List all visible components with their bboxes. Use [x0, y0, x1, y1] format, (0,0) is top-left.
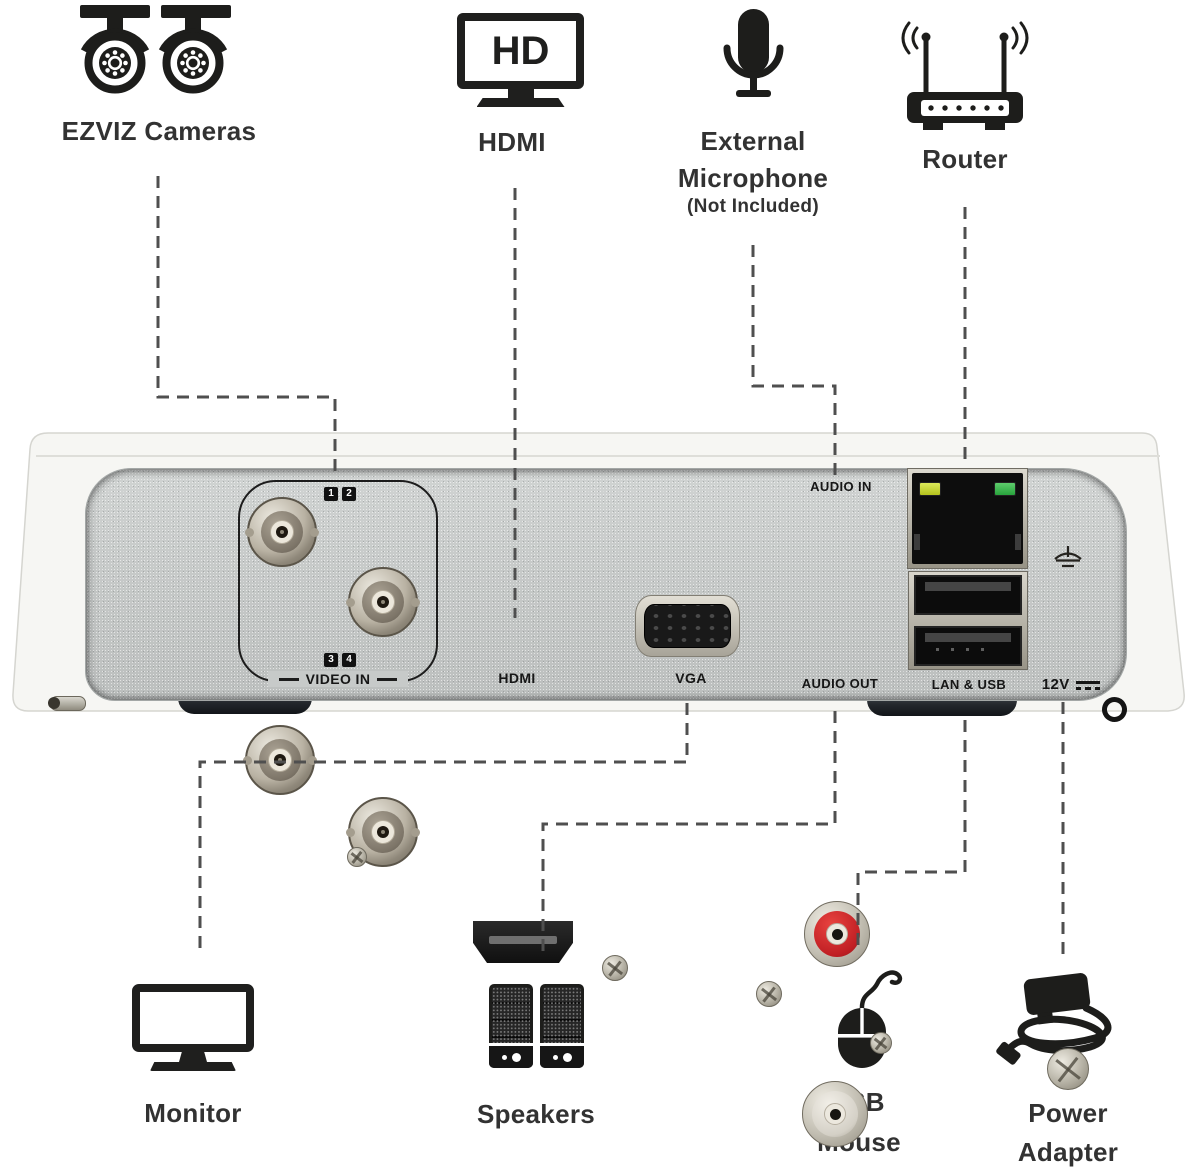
- mic-label-line1: External: [700, 126, 806, 156]
- audio-in-label: AUDIO IN: [810, 479, 872, 494]
- audio-in-rca-red: [804, 901, 870, 967]
- vga-pin-holes: [644, 604, 731, 648]
- usb-port-bottom: [914, 626, 1022, 666]
- hdmi-label: HDMI: [478, 127, 546, 157]
- lan-notch-left: [914, 534, 920, 550]
- screw-video-in: [347, 847, 367, 867]
- bnc-port-3: [243, 725, 317, 795]
- lan-notch-right: [1015, 534, 1021, 550]
- hdmi-port: [473, 921, 573, 963]
- screw-audio: [870, 1032, 892, 1054]
- hd-tv-neck: [507, 89, 534, 98]
- mic-label-line2: Microphone: [677, 163, 829, 193]
- usb-ports: [908, 571, 1028, 670]
- lan-led-link: [994, 482, 1016, 496]
- monitor-base: [150, 1062, 236, 1071]
- line-usb-to-mouse: [856, 720, 967, 951]
- ground-symbol-icon: [1054, 546, 1082, 568]
- hdmi-slot: [489, 936, 557, 944]
- power-label-line1: Power: [1028, 1098, 1108, 1128]
- video-in-label: VIDEO IN: [268, 671, 408, 687]
- dvr-back-panel: 1 2 3 4 VIDEO IN HDMI VGA: [10, 425, 1190, 1147]
- ground-screw: [1047, 1048, 1089, 1090]
- video-in-numbers-top: 1 2: [324, 487, 356, 501]
- port-number-3: 3: [324, 653, 338, 667]
- monitor-neck: [179, 1052, 207, 1062]
- vga-port: [635, 595, 740, 657]
- audio-out-label: AUDIO OUT: [801, 676, 879, 691]
- monitor-icon: [128, 984, 258, 1071]
- microphone-icon: [722, 9, 786, 97]
- usb-port-top: [914, 575, 1022, 615]
- line-audio-out-to-speakers: [541, 711, 837, 956]
- lan-port: [907, 468, 1028, 569]
- vga-screw-right: [756, 981, 782, 1007]
- mic-note: (Not Included): [687, 196, 819, 217]
- vga-screw-left: [602, 955, 628, 981]
- audio-out-rca-white: [802, 1081, 868, 1147]
- monitor-label: Monitor: [144, 1098, 242, 1128]
- usb-mouse-icon: [838, 966, 912, 1068]
- router-label: Router: [922, 144, 1008, 174]
- speaker-right: [540, 984, 584, 1068]
- video-in-numbers-bottom: 3 4: [324, 653, 356, 667]
- hd-tv-base: [476, 98, 565, 107]
- speakers-icon: [489, 984, 584, 1068]
- dvr-bottom-left-pin: [48, 696, 86, 711]
- bnc-port-1: [245, 497, 319, 567]
- hdmi-port-label: HDMI: [498, 670, 536, 686]
- ezviz-cameras-icon: [80, 5, 231, 99]
- monitor-screen: [132, 984, 254, 1052]
- speaker-left: [489, 984, 533, 1068]
- hd-monitor-icon: HD: [449, 13, 592, 107]
- router-icon: [893, 20, 1037, 130]
- port-number-1: 1: [324, 487, 338, 501]
- lan-led-activity: [919, 482, 941, 496]
- power-label-line2: Adapter: [1017, 1137, 1119, 1167]
- vga-label: VGA: [675, 670, 707, 686]
- port-number-4: 4: [342, 653, 356, 667]
- hd-screen: HD: [457, 13, 584, 89]
- hd-badge-text: HD: [491, 28, 550, 73]
- bnc-port-2: [346, 567, 420, 637]
- port-number-2: 2: [342, 487, 356, 501]
- dc-power-label: 12V: [1021, 676, 1121, 693]
- lan-usb-label: LAN & USB: [931, 677, 1007, 692]
- cameras-label: EZVIZ Cameras: [61, 116, 257, 146]
- speakers-label: Speakers: [476, 1099, 596, 1129]
- dc-voltage-symbol: [1075, 680, 1101, 690]
- power-adapter-icon: [996, 973, 1143, 1065]
